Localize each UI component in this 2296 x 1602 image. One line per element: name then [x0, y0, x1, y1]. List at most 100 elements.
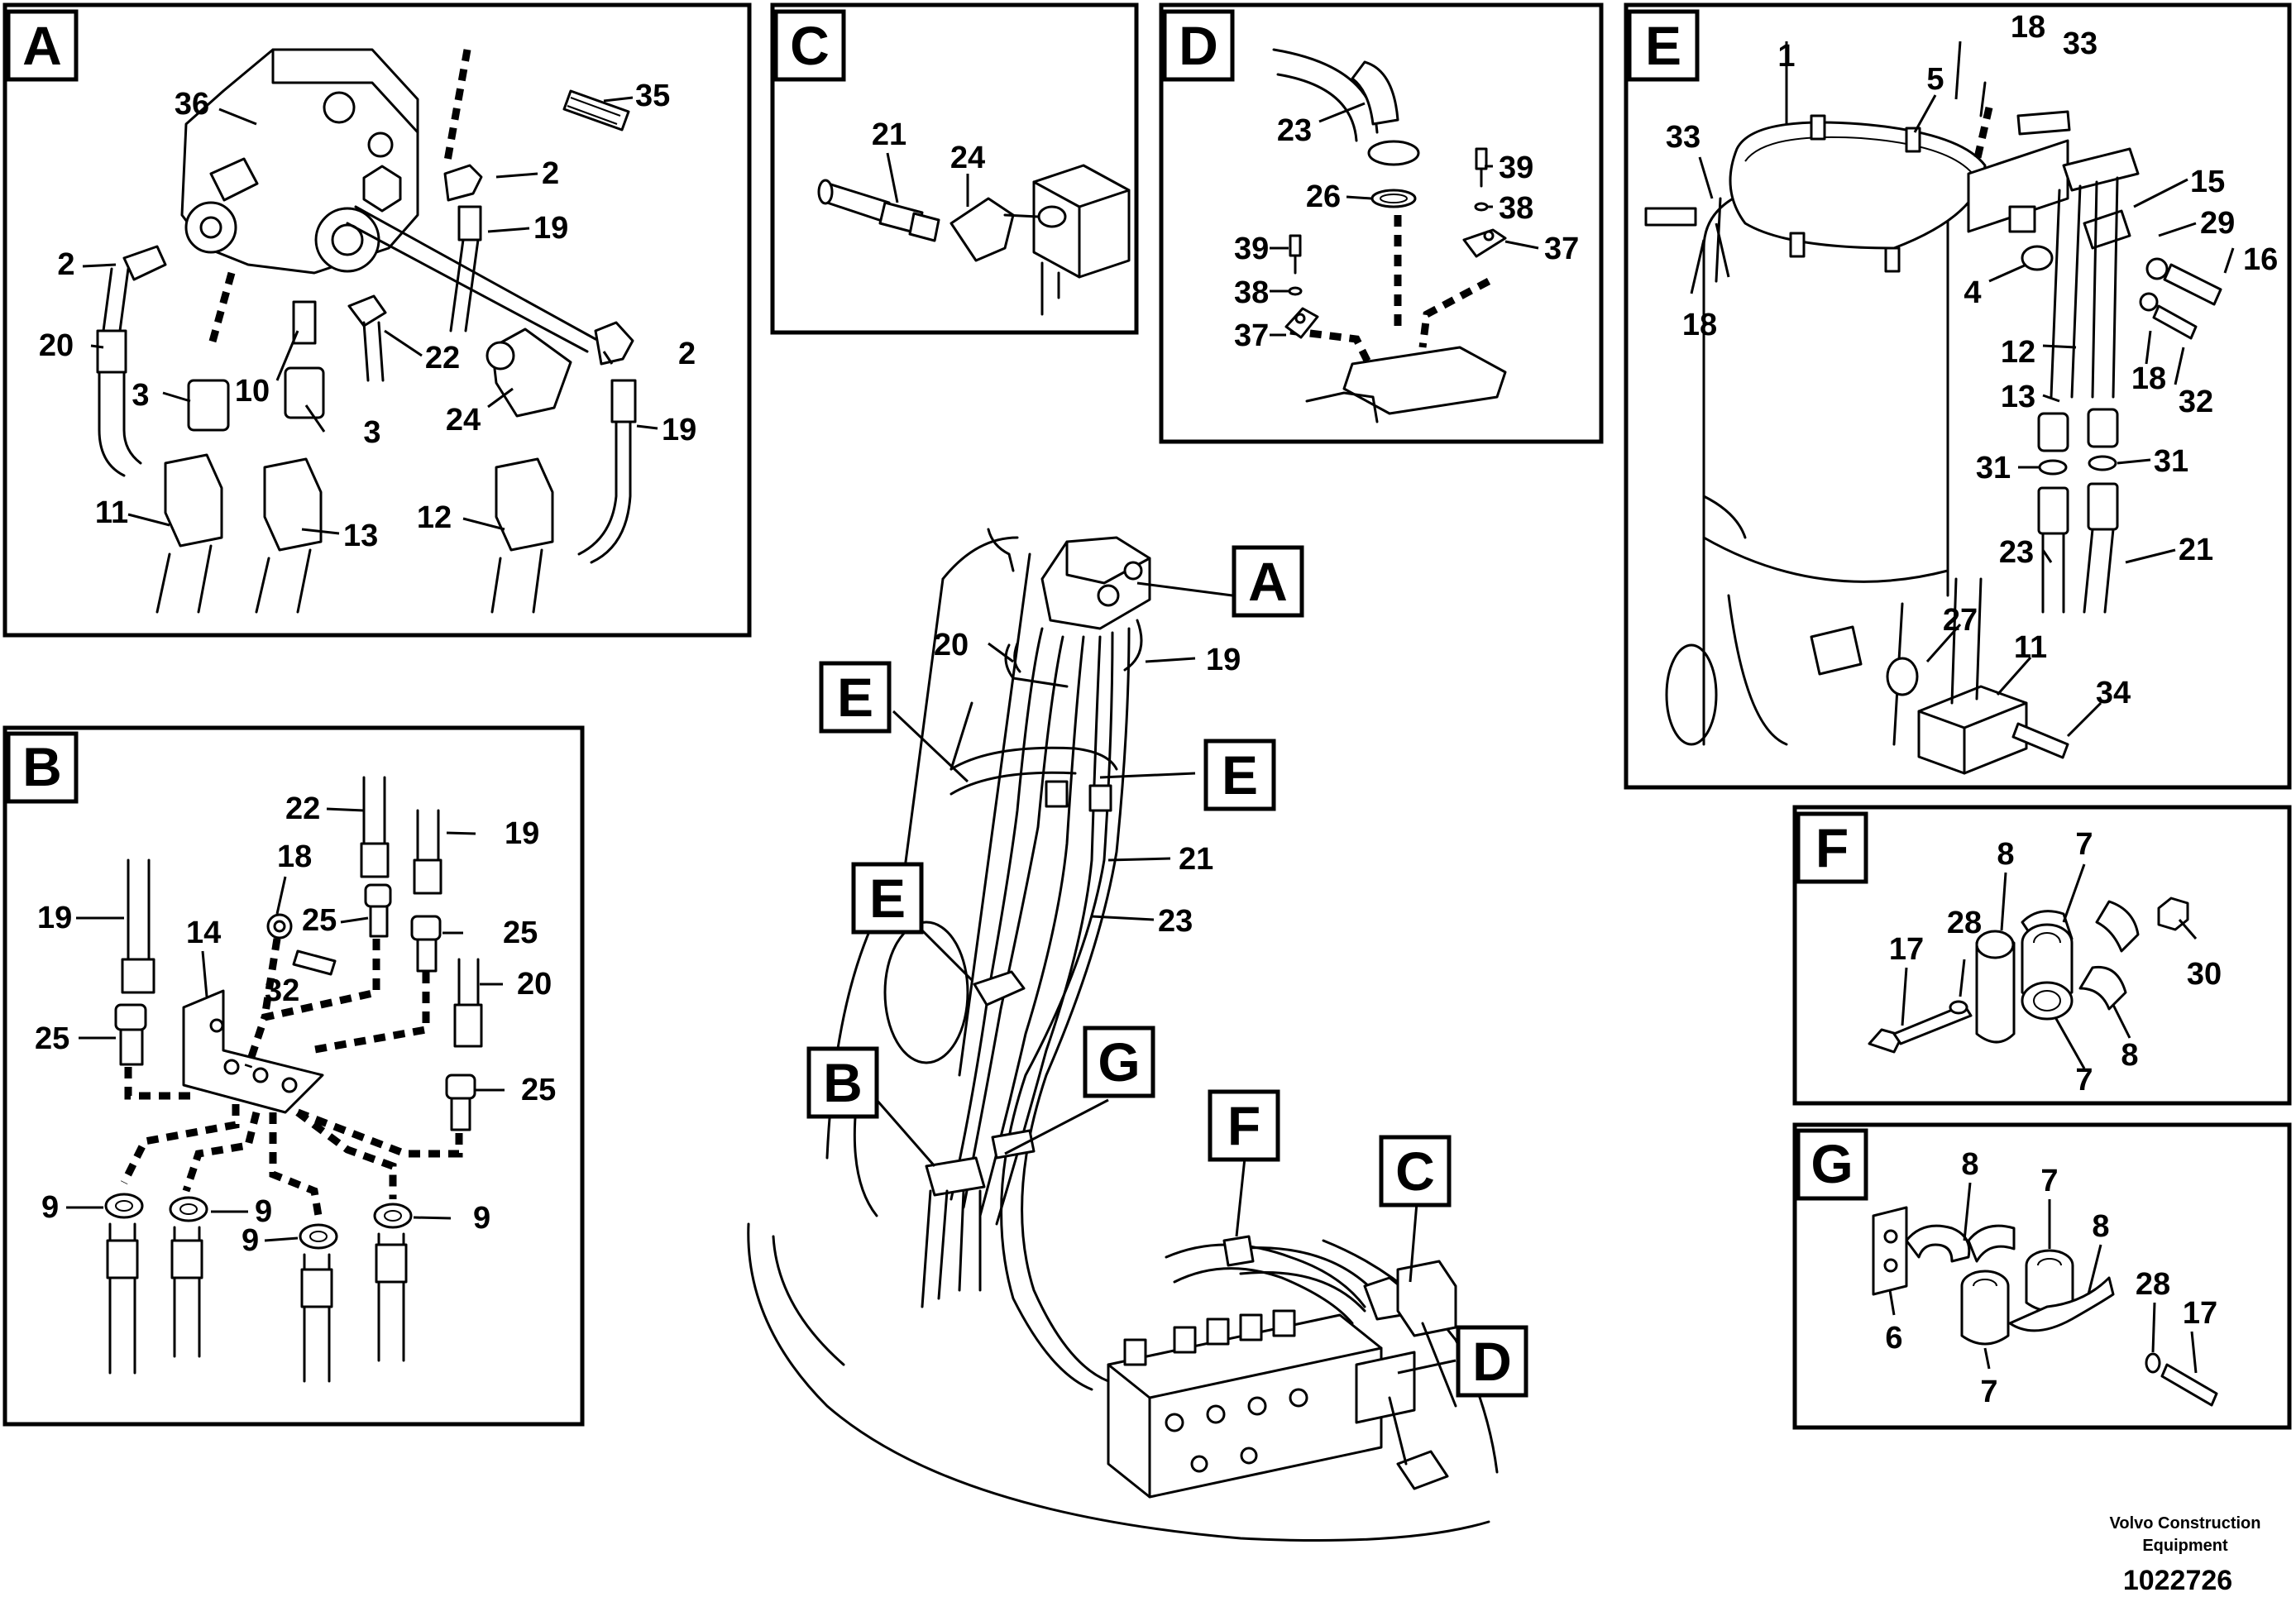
- callout-d-39-left: 39: [1234, 232, 1269, 266]
- callout-f-7-top: 7: [2075, 827, 2093, 862]
- callout-e-33-left: 33: [1666, 120, 1700, 155]
- callout-a-13: 13: [343, 519, 378, 553]
- callout-e-21: 21: [2179, 533, 2213, 567]
- callout-f-17: 17: [1889, 932, 1924, 967]
- callout-b-22: 22: [285, 791, 320, 826]
- callout-e-16: 16: [2243, 242, 2278, 277]
- callout-e-32: 32: [2179, 385, 2213, 419]
- callout-a-10: 10: [235, 374, 270, 409]
- callout-e-1: 1: [1777, 39, 1795, 74]
- callout-d-38-left: 38: [1234, 275, 1269, 310]
- panel-d: D 23 39 26 38 39 37 38 37: [1159, 2, 1604, 444]
- callout-b-25-c: 25: [35, 1021, 69, 1056]
- overview-callout-21: 21: [1179, 842, 1213, 877]
- callout-e-31-left: 31: [1976, 451, 2011, 485]
- overview-label-d: D: [1472, 1331, 1512, 1392]
- panel-a: A: [2, 2, 752, 638]
- callout-a-20: 20: [39, 328, 74, 363]
- callout-e-18-top: 18: [2011, 10, 2045, 45]
- callout-g-7-bottom: 7: [1980, 1375, 1997, 1409]
- callout-g-28: 28: [2136, 1267, 2170, 1302]
- callout-d-39-right: 39: [1499, 151, 1533, 185]
- callout-e-23: 23: [1999, 535, 2034, 570]
- callout-b-9-a: 9: [41, 1190, 59, 1225]
- callout-g-7-top: 7: [2040, 1164, 2058, 1198]
- callout-b-18: 18: [277, 839, 312, 874]
- panel-c-letter: C: [790, 15, 830, 76]
- overview-label-e-2: E: [1222, 744, 1258, 806]
- overview-label-g: G: [1098, 1031, 1140, 1093]
- callout-b-20: 20: [517, 967, 552, 1002]
- company-name-line-2: Equipment: [2142, 1537, 2228, 1555]
- callout-b-9-c: 9: [242, 1223, 259, 1258]
- overview-label-e-3: E: [869, 868, 906, 929]
- callout-a-12: 12: [417, 500, 452, 535]
- callout-f-8-top: 8: [1997, 837, 2014, 872]
- callout-e-29: 29: [2200, 206, 2235, 241]
- callout-f-30: 30: [2187, 957, 2222, 992]
- callout-a-11: 11: [95, 495, 128, 530]
- callout-b-19-left: 19: [37, 901, 72, 935]
- drawing-number: 1022726: [2123, 1565, 2232, 1596]
- callout-f-8-bottom: 8: [2121, 1038, 2138, 1073]
- callout-e-5: 5: [1926, 62, 1944, 97]
- callout-b-32: 32: [265, 973, 299, 1008]
- callout-d-37-left: 37: [1234, 318, 1269, 353]
- overview: A E E E B G F C D 20 19 21 23: [747, 528, 1528, 1542]
- callout-a-2-left: 2: [57, 247, 74, 282]
- callout-a-19-top: 19: [533, 211, 568, 246]
- callout-b-9-d: 9: [473, 1201, 490, 1236]
- panel-g: G 8 7 8 28 17 6 7: [1792, 1122, 2292, 1430]
- callout-b-25-b: 25: [503, 916, 538, 950]
- callout-e-33-top: 33: [2063, 26, 2097, 61]
- callout-e-18-right: 18: [2131, 361, 2166, 396]
- callout-a-36: 36: [175, 87, 209, 122]
- callout-e-15: 15: [2190, 165, 2225, 199]
- callout-e-11: 11: [2014, 630, 2047, 665]
- overview-label-f: F: [1227, 1095, 1260, 1156]
- callout-g-6: 6: [1885, 1321, 1902, 1356]
- panel-c: C 21 24: [770, 2, 1139, 335]
- callout-b-9-b: 9: [255, 1194, 272, 1229]
- callout-e-12: 12: [2001, 335, 2035, 370]
- callout-e-31-right: 31: [2154, 444, 2188, 479]
- panel-f: F 8 7 17 28 30 8 7: [1792, 805, 2292, 1106]
- overview-callout-23: 23: [1158, 904, 1193, 939]
- callout-a-2-right: 2: [678, 337, 696, 371]
- overview-label-e-1: E: [837, 667, 873, 728]
- panel-d-letter: D: [1179, 15, 1218, 76]
- overview-callout-19: 19: [1206, 643, 1241, 677]
- callout-d-38-right: 38: [1499, 191, 1533, 226]
- overview-label-b: B: [823, 1052, 863, 1113]
- panel-f-letter: F: [1815, 817, 1849, 878]
- callout-g-17: 17: [2183, 1296, 2217, 1331]
- callout-e-4: 4: [1964, 275, 1981, 310]
- callout-b-19-right: 19: [505, 816, 539, 851]
- callout-a-35: 35: [635, 79, 670, 113]
- callout-e-18-left: 18: [1682, 308, 1717, 342]
- panel-g-letter: G: [1810, 1133, 1853, 1194]
- callout-f-7-bottom: 7: [2075, 1063, 2093, 1097]
- callout-d-23: 23: [1277, 113, 1312, 148]
- callout-b-14: 14: [186, 916, 221, 950]
- company-name-line-1: Volvo Construction: [2110, 1514, 2261, 1533]
- callout-a-19-bottom: 19: [662, 413, 696, 447]
- callout-e-13: 13: [2001, 380, 2035, 414]
- overview-label-a: A: [1248, 551, 1288, 612]
- callout-a-24: 24: [446, 403, 481, 438]
- panel-b-letter: B: [22, 736, 62, 797]
- callout-a-3-left: 3: [132, 378, 149, 413]
- panel-b: B: [2, 725, 585, 1427]
- overview-label-c: C: [1395, 1141, 1435, 1202]
- callout-a-22: 22: [425, 341, 460, 375]
- callout-g-8-left: 8: [1961, 1147, 1978, 1182]
- callout-e-27: 27: [1943, 603, 1978, 638]
- callout-d-26: 26: [1306, 179, 1341, 214]
- callout-e-34: 34: [2096, 676, 2131, 710]
- callout-c-24: 24: [950, 141, 985, 175]
- panel-a-letter: A: [22, 15, 62, 76]
- callout-b-25-d: 25: [521, 1073, 556, 1107]
- callout-c-21: 21: [872, 117, 906, 152]
- callout-d-37-right: 37: [1544, 232, 1579, 266]
